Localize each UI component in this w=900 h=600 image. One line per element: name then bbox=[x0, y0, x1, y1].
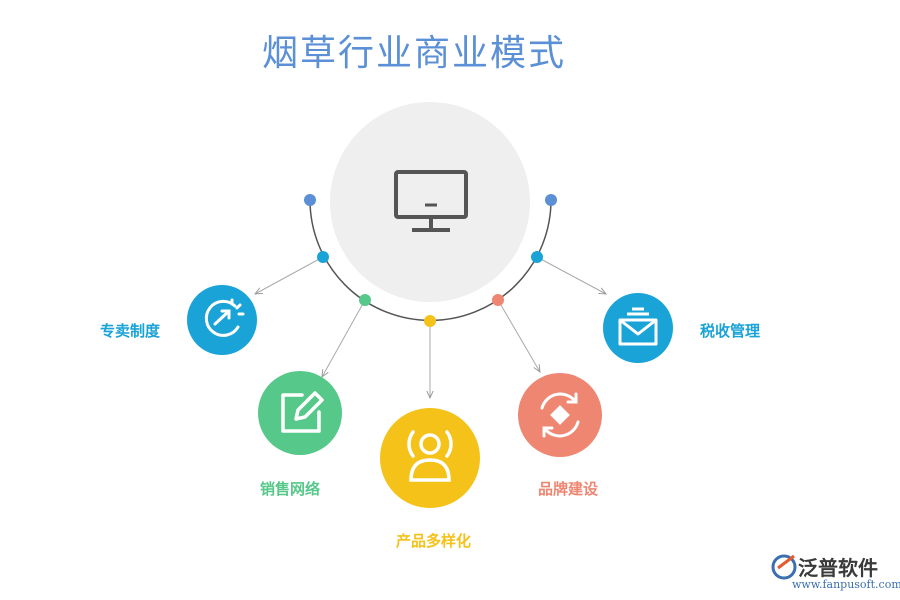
mail-icon bbox=[618, 307, 658, 346]
diamond-shape bbox=[550, 405, 570, 425]
connector-arrows bbox=[255, 256, 606, 398]
logo-url: www.fanpusoft.com bbox=[792, 578, 900, 591]
node-circle-2 bbox=[258, 371, 342, 455]
label-zhuanmai: 专卖制度 bbox=[100, 322, 161, 340]
connector-dot-2 bbox=[359, 294, 371, 306]
logo: 泛普软件 www.fanpusoft.com bbox=[768, 550, 900, 598]
clock-arrow-icon bbox=[204, 298, 245, 337]
label-shuishou: 税收管理 bbox=[700, 322, 761, 340]
label-xiaoshou: 销售网络 bbox=[260, 480, 321, 498]
arc-end-dot-right bbox=[545, 194, 557, 206]
center-circle bbox=[330, 102, 530, 302]
fanpu-logo-icon bbox=[771, 554, 797, 580]
user-icon bbox=[407, 430, 453, 482]
refresh-icon bbox=[540, 392, 580, 438]
node-circle-5 bbox=[603, 293, 673, 363]
label-pinpai: 品牌建设 bbox=[538, 480, 599, 498]
node-circle-3 bbox=[380, 408, 480, 508]
connector-dot-1 bbox=[317, 251, 329, 263]
connector-dot-3 bbox=[424, 315, 436, 327]
label-chanpin: 产品多样化 bbox=[396, 532, 472, 550]
connector-dot-5 bbox=[531, 251, 543, 263]
arc-end-dot-left bbox=[304, 194, 316, 206]
page-title: 烟草行业商业模式 bbox=[262, 33, 567, 74]
monitor-icon bbox=[394, 170, 468, 232]
logo-name: 泛普软件 bbox=[798, 556, 878, 580]
connector-dot-4 bbox=[492, 294, 504, 306]
edit-icon bbox=[281, 391, 324, 433]
node-circle-1 bbox=[187, 285, 257, 355]
